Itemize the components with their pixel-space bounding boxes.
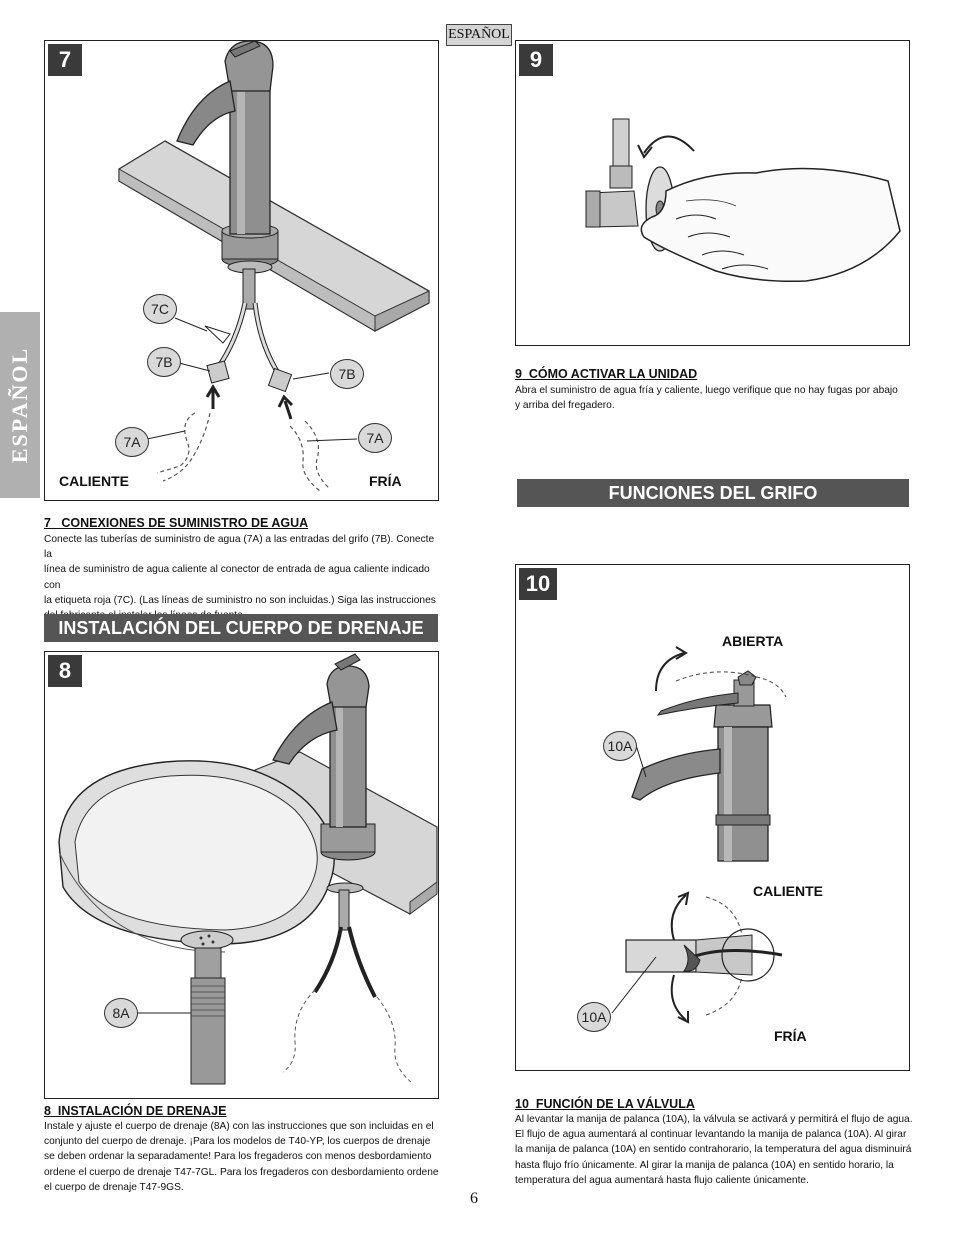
callout-10a-top: 10A [603, 731, 637, 761]
step8-text-line: ordene el cuerpo de drenaje T47-7GL. Par… [44, 1166, 439, 1178]
callout-8a: 8A [104, 998, 138, 1028]
step9-illustration [585, 118, 901, 283]
side-language-label: ESPAÑOL [7, 346, 32, 464]
step7-title: 7 CONEXIONES DE SUMINISTRO DE AGUA [44, 516, 309, 530]
language-tab: ESPAÑOL [446, 24, 512, 46]
callout-7b-left: 7B [147, 347, 181, 377]
step7-illustration [118, 41, 430, 492]
label-cold-10: FRÍA [774, 1028, 807, 1044]
step9-text: Abra el suministro de agua fría y calien… [515, 383, 913, 413]
step10-text-line: temperatura del agua aumentará hasta flu… [515, 1174, 809, 1186]
callout-7a-right: 7A [358, 423, 392, 453]
drain-section-heading: INSTALACIÓN DEL CUERPO DE DRENAJE [44, 614, 438, 642]
callout-7a-left: 7A [115, 427, 149, 457]
step8-figure: 8 8A [44, 651, 439, 1099]
step8-text-line: Instale y ajuste el cuerpo de drenaje (8… [44, 1121, 434, 1132]
step9-number: 9 [519, 44, 553, 76]
label-open: ABIERTA [722, 633, 784, 649]
step9-text-line: Abra el suministro de agua fría y calien… [515, 385, 898, 396]
side-language-tab: ESPAÑOL [0, 312, 40, 498]
callout-10a-bottom: 10A [577, 1002, 611, 1032]
step8-text: Instale y ajuste el cuerpo de drenaje (8… [44, 1119, 442, 1195]
step8-text-line: se deben ordenar la separadamente! Para … [44, 1151, 432, 1163]
step10-text-line: la manija de palanca (10A) en sentido co… [515, 1144, 912, 1156]
step8-illustration [58, 653, 438, 1085]
step9-text-line: y arriba del fregadero. [515, 400, 615, 412]
step10-number: 10 [519, 568, 557, 600]
step7-text-line: Conecte las tuberías de suministro de ag… [44, 534, 435, 561]
step10-illustration [611, 646, 787, 1024]
page-number: 6 [470, 1190, 478, 1207]
step10-text-line: El flujo de agua aumentará al continuar … [515, 1129, 907, 1141]
step9-figure: 9 [515, 40, 910, 346]
step10-text: Al levantar la manija de palanca (10A), … [515, 1112, 913, 1188]
label-cold: FRÍA [369, 473, 402, 489]
step9-title: 9 CÓMO ACTIVAR LA UNIDAD [515, 367, 698, 381]
step7-figure: 7 7C 7B 7B 7A 7A CALIENTE FRÍA [44, 40, 439, 501]
label-hot-10: CALIENTE [753, 883, 823, 899]
functions-section-heading: FUNCIONES DEL GRIFO [517, 479, 909, 507]
step10-text-line: Al levantar la manija de palanca (10A), … [515, 1114, 913, 1125]
step8-text-line: conjunto del cuerpo de drenaje. ¡Para lo… [44, 1136, 431, 1148]
step7-number: 7 [48, 44, 82, 76]
callout-7c: 7C [143, 294, 177, 324]
step8-number: 8 [48, 655, 82, 687]
step10-figure: 10 ABIERTA 10A CALIENTE 10A FRÍA [515, 564, 910, 1071]
step8-title: 8 INSTALACIÓN DE DRENAJE [44, 1104, 227, 1118]
callout-7b-right: 7B [330, 359, 364, 389]
label-hot: CALIENTE [59, 473, 129, 489]
step7-text-line: la etiqueta roja (7C). (Las líneas de su… [44, 594, 436, 606]
step7-text: Conecte las tuberías de suministro de ag… [44, 532, 440, 623]
step7-text-line: línea de suministro de agua caliente al … [44, 564, 430, 591]
step8-text-line: el cuerpo de drenaje T47-9GS. [44, 1181, 184, 1193]
step10-text-line: hasta flujo frío únicamente. Al girar la… [515, 1159, 894, 1171]
step10-title: 10 FUNCIÓN DE LA VÁLVULA [515, 1097, 695, 1111]
